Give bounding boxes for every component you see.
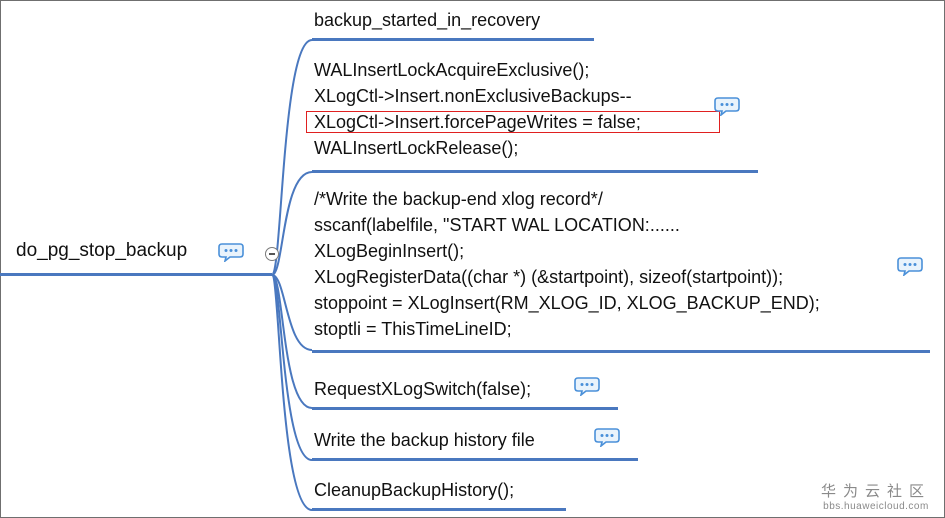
connector-branch-3 [271,274,313,351]
node-text-line: Write the backup history file [314,430,535,450]
branch-6-underline [312,508,566,511]
comment-icon[interactable] [218,242,244,262]
watermark: 华为云社区 bbs.huaweicloud.com [821,480,931,512]
highlight-box [306,111,720,133]
branch-5-underline [312,458,638,461]
watermark-brand: 华为云社区 [820,483,931,500]
connector-branch-2 [271,171,313,276]
root-node-underline [0,273,272,276]
connector-branch-1 [271,39,313,276]
branch-3-underline [312,350,930,353]
branch-4-underline [312,407,618,410]
root-node-label[interactable]: do_pg_stop_backup [16,240,188,261]
comment-icon[interactable] [594,427,620,447]
node-text-line: WALInsertLockRelease(); [314,138,519,158]
node-text-line: stoptli = ThisTimeLineID; [314,319,512,339]
comment-icon[interactable] [574,376,600,396]
watermark-url: bbs.huaweicloud.com [823,501,929,512]
node-text-line: XLogBeginInsert(); [314,241,465,261]
connector-branch-5 [271,274,313,461]
node-text-line: XLogCtl->Insert.nonExclusiveBackups-- [314,86,632,106]
comment-icon[interactable] [897,256,923,276]
branch-node-5[interactable]: Write the backup history file [314,427,535,453]
node-text-line-highlighted: XLogCtl->Insert.forcePageWrites = false; [314,112,641,132]
node-text-line: RequestXLogSwitch(false); [314,379,532,399]
branch-node-2[interactable]: WALInsertLockAcquireExclusive(); XLogCtl… [314,57,641,161]
node-text-line: backup_started_in_recovery [314,10,541,30]
branch-node-3[interactable]: /*Write the backup-end xlog record*/ ssc… [314,186,820,342]
node-text-line: WALInsertLockAcquireExclusive(); [314,60,590,80]
collapse-toggle-icon[interactable] [265,247,279,261]
node-text-line: /*Write the backup-end xlog record*/ [314,189,603,209]
node-text-line: XLogRegisterData((char *) (&startpoint),… [314,267,784,287]
node-text-line: CleanupBackupHistory(); [314,480,515,500]
branch-2-underline [312,170,758,173]
branch-node-1[interactable]: backup_started_in_recovery [314,7,540,33]
branch-1-underline [312,38,594,41]
branch-node-4[interactable]: RequestXLogSwitch(false); [314,376,531,402]
comment-icon[interactable] [714,96,740,116]
connector-branch-6 [271,274,313,511]
node-text-line: sscanf(labelfile, "START WAL LOCATION:..… [314,215,680,235]
node-text-line: stoppoint = XLogInsert(RM_XLOG_ID, XLOG_… [314,293,820,313]
branch-node-6[interactable]: CleanupBackupHistory(); [314,477,514,503]
